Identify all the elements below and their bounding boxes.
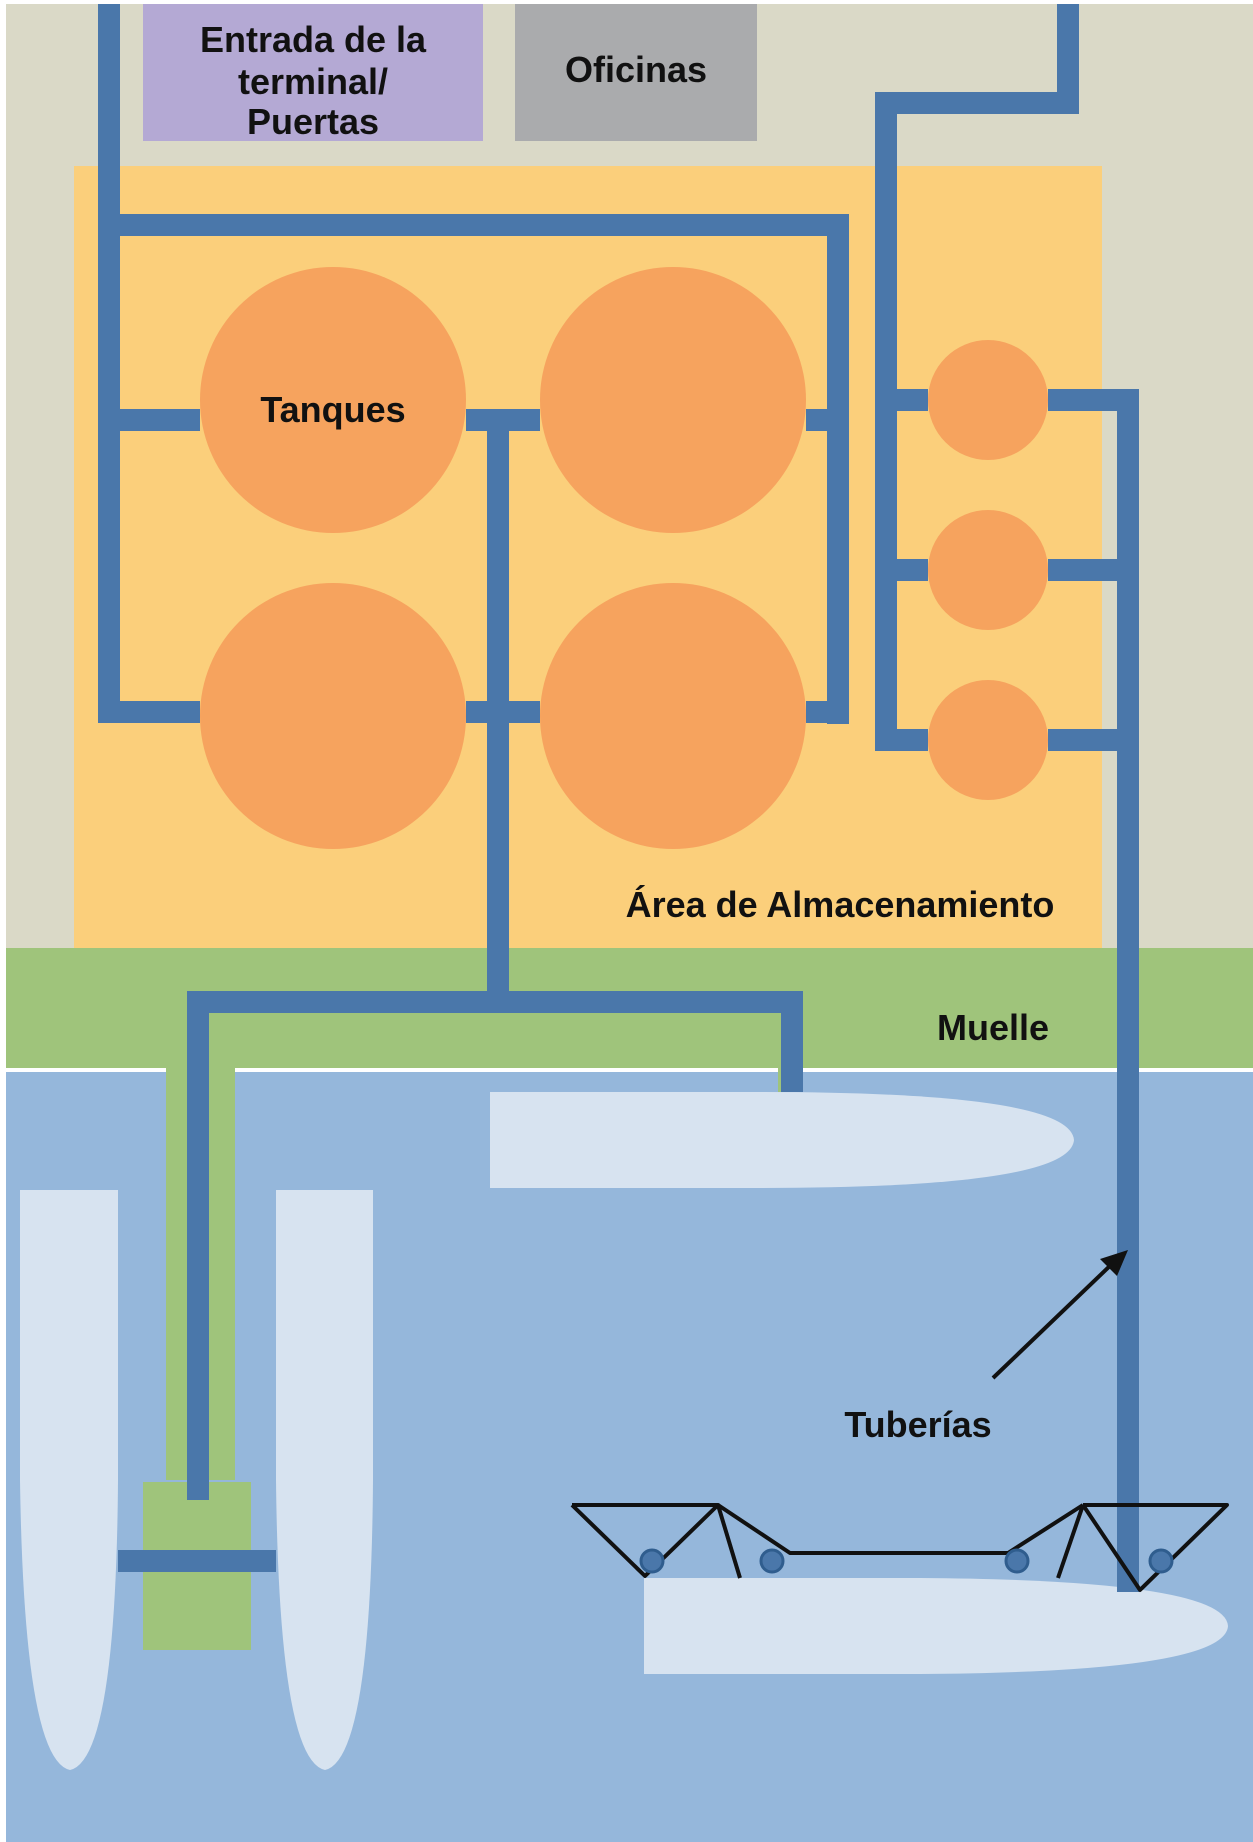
loading-arm-right — [1081, 1503, 1229, 1592]
tank-small-1 — [928, 340, 1048, 460]
tank-large-2 — [540, 267, 806, 533]
ship-vertical-right — [276, 1190, 373, 1770]
tank-large-4 — [540, 583, 806, 849]
offices-label: Oficinas — [565, 49, 707, 90]
tank-small-3 — [928, 680, 1048, 800]
entrance-label-line1: Entrada de la — [200, 19, 427, 60]
pier-label: Muelle — [937, 1007, 1049, 1048]
loading-arm-left — [570, 1503, 720, 1578]
pipe-top-loop — [109, 214, 849, 724]
pipes-label: Tuberías — [844, 1404, 991, 1445]
entrance-label-line3: Puertas — [247, 101, 379, 142]
arm-joint-4 — [1148, 1548, 1174, 1574]
pipe-pier-header — [187, 991, 803, 1500]
arm-joint-2 — [759, 1548, 785, 1574]
tank-large-3 — [200, 583, 466, 849]
pipes-pointer-arrow — [991, 1260, 1116, 1380]
tanks-label: Tanques — [260, 389, 405, 430]
ship-vertical-left — [20, 1190, 118, 1770]
tank-small-2 — [928, 510, 1048, 630]
arm-joints — [639, 1548, 1174, 1574]
arm-joint-1 — [639, 1548, 665, 1574]
loading-arm-right-link — [1056, 1504, 1085, 1579]
ship-horizontal-top — [490, 1092, 1074, 1188]
ship-horizontal-bottom — [644, 1578, 1228, 1674]
terminal-entrance-building — [143, 4, 483, 141]
storage-area-label: Área de Almacenamiento — [626, 884, 1055, 925]
jetty-strip-right — [198, 1022, 778, 1042]
tank-large-1 — [200, 267, 466, 533]
offices-building — [515, 4, 757, 141]
loading-arm-beam — [716, 1503, 1085, 1555]
pipe-left-loop — [98, 4, 200, 723]
pipe-right-top — [875, 4, 1079, 751]
loading-arm-left-link — [716, 1504, 742, 1579]
pipe-right-down — [1048, 389, 1139, 1592]
arm-joint-3 — [1004, 1548, 1030, 1574]
loading-arms — [570, 1503, 1229, 1592]
pipelines — [98, 4, 1139, 1592]
entrance-label-line2: terminal/ — [238, 61, 388, 102]
pipes-pointer-arrowhead — [1100, 1250, 1128, 1276]
